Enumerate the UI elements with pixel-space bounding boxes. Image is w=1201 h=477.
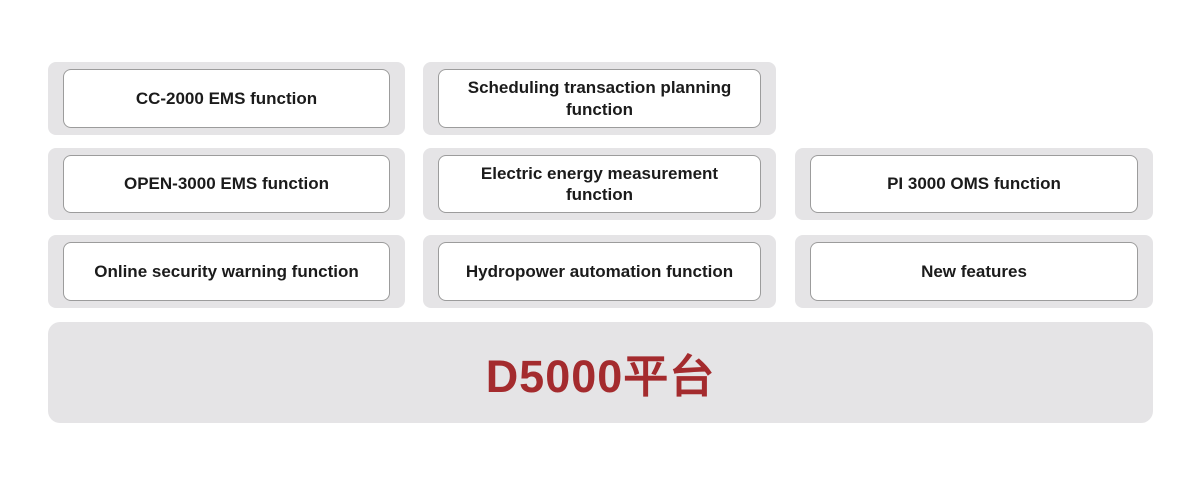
function-box-hydropower-automation: Hydropower automation function [423,235,776,308]
function-box-label: New features [810,242,1138,301]
platform-bar-d5000: D5000平台 [48,322,1153,423]
function-box-label: CC-2000 EMS function [63,69,390,128]
function-box-electric-energy-measurement: Electric energy measurement function [423,148,776,220]
function-box-online-security-warning: Online security warning function [48,235,405,308]
function-box-label: PI 3000 OMS function [810,155,1138,213]
platform-label: D5000平台 [485,351,716,402]
function-box-cc-2000-ems: CC-2000 EMS function [48,62,405,135]
function-box-new-features: New features [795,235,1153,308]
function-box-pi-3000-oms: PI 3000 OMS function [795,148,1153,220]
function-box-label: OPEN-3000 EMS function [63,155,390,213]
function-box-open-3000-ems: OPEN-3000 EMS function [48,148,405,220]
function-box-label: Electric energy measurement function [438,155,761,213]
function-box-label: Scheduling transaction planning function [438,69,761,128]
function-box-label: Online security warning function [63,242,390,301]
function-box-scheduling-transaction-planning: Scheduling transaction planning function [423,62,776,135]
function-box-label: Hydropower automation function [438,242,761,301]
